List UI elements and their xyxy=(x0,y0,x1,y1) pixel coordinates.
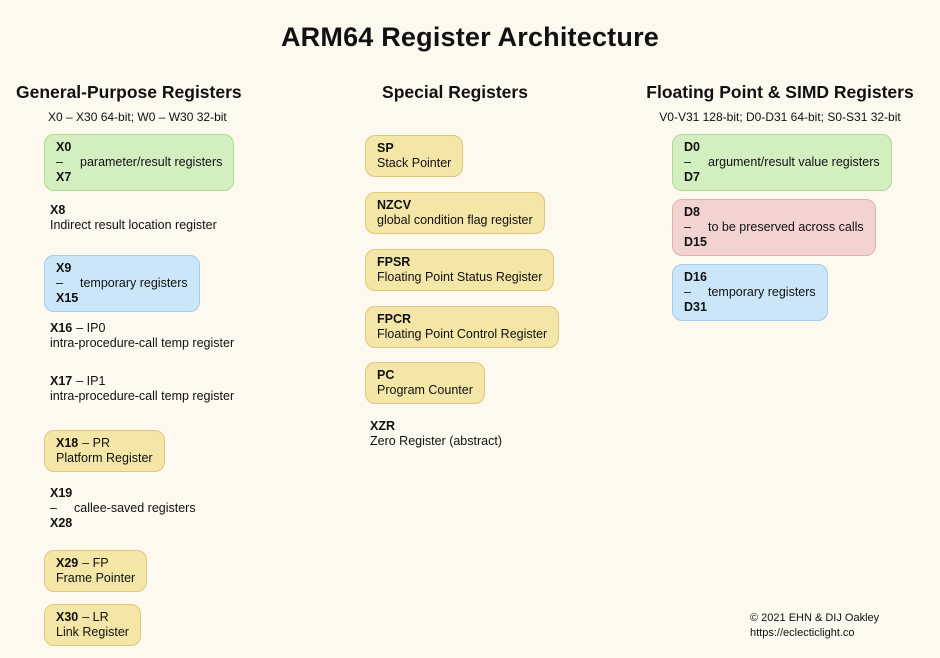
range-dash: – xyxy=(56,276,63,290)
register-end: D31 xyxy=(684,300,707,314)
register-start: D0 xyxy=(684,140,700,154)
box-x30: X30– LR Link Register xyxy=(44,604,141,646)
box-x18: X18– PR Platform Register xyxy=(44,430,165,472)
register-name: FPCR xyxy=(377,312,412,326)
text-xzr: XZR Zero Register (abstract) xyxy=(370,419,502,449)
box-x9-x15: X9 – temporary registers X15 xyxy=(44,255,200,312)
range-dash: – xyxy=(56,155,63,169)
range-dash: – xyxy=(684,220,691,234)
register-alias: – IP1 xyxy=(76,374,106,388)
register-desc: Stack Pointer xyxy=(377,156,452,170)
register-name: FPSR xyxy=(377,255,411,269)
register-desc: parameter/result registers xyxy=(80,155,223,169)
register-name: X30 xyxy=(56,610,79,624)
register-start: X0 xyxy=(56,140,72,154)
register-desc: Floating Point Status Register xyxy=(377,270,543,284)
register-name: NZCV xyxy=(377,198,412,212)
fp-header: Floating Point & SIMD Registers xyxy=(646,82,914,102)
copyright-text: © 2021 EHN & DIJ Oakley xyxy=(750,612,880,624)
box-x29: X29– FP Frame Pointer xyxy=(44,550,148,592)
box-sp: SP Stack Pointer xyxy=(365,135,464,177)
register-name: SP xyxy=(377,141,394,155)
register-alias: – IP0 xyxy=(76,321,106,335)
box-d8-d15: D8 – to be preserved across calls D15 xyxy=(672,199,876,256)
register-name: X18 xyxy=(56,436,79,450)
box-d0-d7: D0 – argument/result value registers D7 xyxy=(672,134,892,191)
register-alias: – LR xyxy=(82,610,109,624)
register-name: X29 xyxy=(56,556,79,570)
register-desc: Program Counter xyxy=(377,383,473,397)
box-fpsr: FPSR Floating Point Status Register xyxy=(365,249,555,291)
register-desc: global condition flag register xyxy=(377,213,533,227)
register-desc: Floating Point Control Register xyxy=(377,327,548,341)
register-end: D7 xyxy=(684,170,700,184)
text-x19-x28: X19 – callee-saved registers X28 xyxy=(50,486,196,531)
text-x8: X8 Indirect result location register xyxy=(50,203,217,233)
register-end: X15 xyxy=(56,291,79,305)
register-desc: to be preserved across calls xyxy=(708,220,864,234)
box-nzcv: NZCV global condition flag register xyxy=(365,192,545,234)
box-fpcr: FPCR Floating Point Control Register xyxy=(365,306,560,348)
box-x0-x7: X0 – parameter/result registers X7 xyxy=(44,134,235,191)
register-end: X7 xyxy=(56,170,72,184)
register-desc: temporary registers xyxy=(708,285,816,299)
register-desc: temporary registers xyxy=(80,276,188,290)
register-desc: Zero Register (abstract) xyxy=(370,434,502,448)
register-name: PC xyxy=(377,368,395,382)
gp-subtitle: X0 – X30 64-bit; W0 – W30 32-bit xyxy=(48,110,227,124)
register-desc: Indirect result location register xyxy=(50,218,217,232)
register-name: X16 xyxy=(50,321,73,335)
register-start: D16 xyxy=(684,270,707,284)
fp-subtitle: V0-V31 128-bit; D0-D31 64-bit; S0-S31 32… xyxy=(659,110,901,124)
register-name: X8 xyxy=(50,203,66,217)
box-pc: PC Program Counter xyxy=(365,362,485,404)
register-desc: intra-procedure-call temp register xyxy=(50,336,235,350)
register-desc: intra-procedure-call temp register xyxy=(50,389,235,403)
register-end: X28 xyxy=(50,516,73,530)
register-desc: argument/result value registers xyxy=(708,155,880,169)
register-name: XZR xyxy=(370,419,395,433)
register-start: X9 xyxy=(56,261,72,275)
register-desc: Frame Pointer xyxy=(56,571,136,585)
register-desc: Link Register xyxy=(56,625,129,639)
register-alias: – PR xyxy=(82,436,111,450)
register-alias: – FP xyxy=(82,556,109,570)
gp-header: General-Purpose Registers xyxy=(16,82,242,102)
credit-url: https://eclecticlight.co xyxy=(750,627,855,640)
register-end: D15 xyxy=(684,235,707,249)
range-dash: – xyxy=(684,155,691,169)
footer-credit: © 2021 EHN & DIJ Oakley https://eclectic… xyxy=(750,611,879,642)
range-dash: – xyxy=(50,501,57,515)
register-name: X17 xyxy=(50,374,73,388)
page-title: ARM64 Register Architecture xyxy=(280,22,659,52)
box-d16-d31: D16 – temporary registers D31 xyxy=(672,264,828,321)
register-start: X19 xyxy=(50,486,73,500)
register-desc: callee-saved registers xyxy=(74,501,196,515)
text-x16: X16– IP0 intra-procedure-call temp regis… xyxy=(50,321,234,351)
register-desc: Platform Register xyxy=(56,451,153,465)
range-dash: – xyxy=(684,285,691,299)
register-start: D8 xyxy=(684,205,700,219)
text-x17: X17– IP1 intra-procedure-call temp regis… xyxy=(50,374,234,404)
special-header: Special Registers xyxy=(382,82,528,102)
